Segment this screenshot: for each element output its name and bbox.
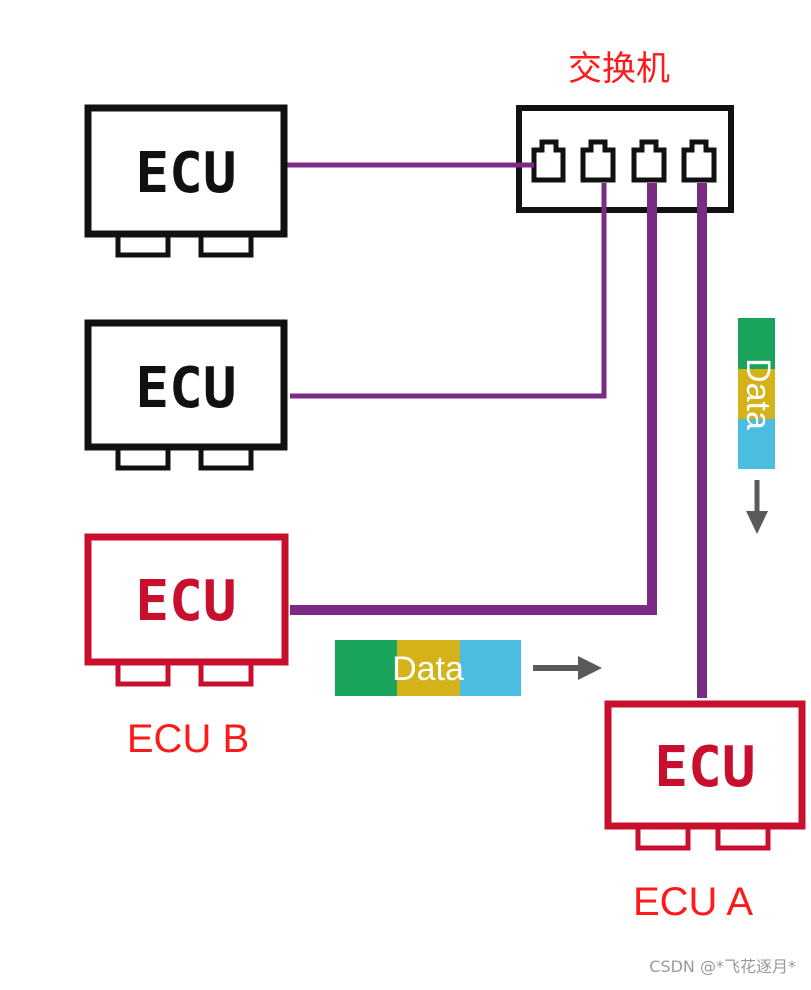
wire-ecu2 xyxy=(290,183,607,399)
data-packet-horizontal-label: Data xyxy=(392,650,464,688)
ecu-b-label: ECU xyxy=(135,569,236,634)
switch-port-4 xyxy=(681,139,717,183)
data-packet-horizontal: Data xyxy=(335,640,521,696)
switch-port-1 xyxy=(531,139,566,183)
switch-title: 交换机 xyxy=(568,49,670,89)
wire-ecu-b xyxy=(290,183,657,615)
ecu-1-label: ECU xyxy=(135,141,236,206)
ecu-b: ECU xyxy=(84,533,289,687)
ecu-1: ECU xyxy=(84,104,288,258)
arrow-down-icon xyxy=(746,480,768,534)
switch-port-3 xyxy=(631,139,667,183)
ecu-b-caption: ECU B xyxy=(127,717,249,761)
switch xyxy=(516,105,734,213)
arrow-right-icon xyxy=(533,656,602,680)
data-packet-vertical: Data xyxy=(738,318,777,469)
ecu-a: ECU xyxy=(604,700,806,851)
switch-port-2 xyxy=(580,139,616,183)
data-packet-vertical-label: Data xyxy=(739,358,777,430)
ecu-2-label: ECU xyxy=(135,356,236,421)
ecu-2: ECU xyxy=(84,319,288,471)
ecu-a-label: ECU xyxy=(654,735,755,800)
watermark: CSDN @*飞花逐月* xyxy=(649,957,796,976)
ecu-a-caption: ECU A xyxy=(633,880,753,924)
